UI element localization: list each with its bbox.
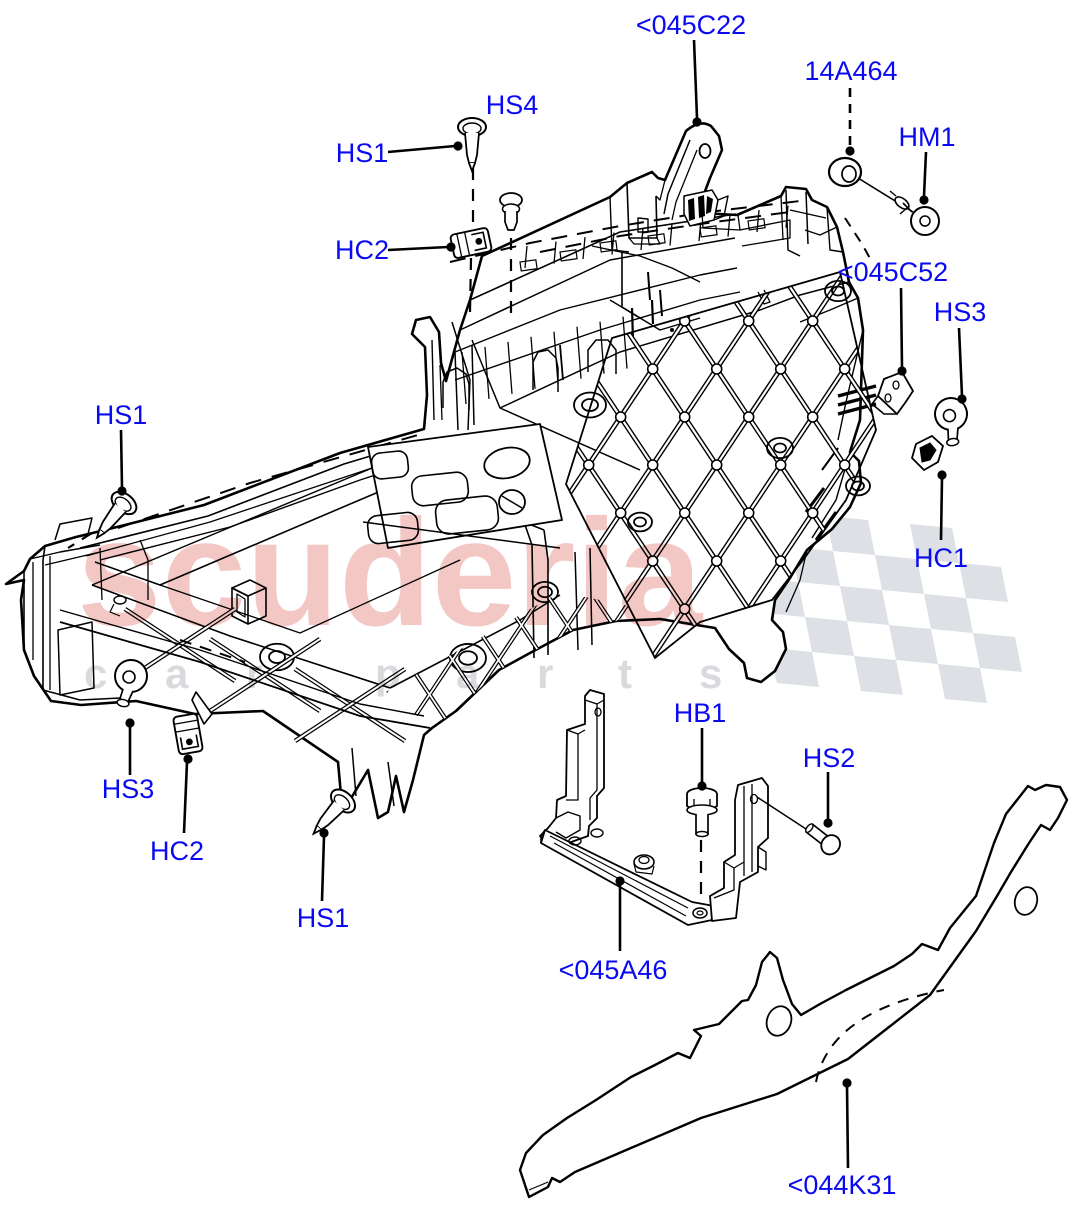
svg-text:HS3: HS3 xyxy=(102,774,155,804)
svg-text:HS1: HS1 xyxy=(297,903,350,933)
svg-text:HS1: HS1 xyxy=(336,138,389,168)
svg-text:HS2: HS2 xyxy=(803,743,856,773)
svg-text:HS1: HS1 xyxy=(95,400,148,430)
svg-text:scuderia: scuderia xyxy=(77,488,704,658)
svg-text:<044K31: <044K31 xyxy=(788,1170,897,1200)
svg-text:HS4: HS4 xyxy=(486,90,539,120)
svg-text:a: a xyxy=(165,650,189,697)
svg-text:HS3: HS3 xyxy=(934,297,987,327)
svg-text:a: a xyxy=(456,650,480,697)
svg-text:c: c xyxy=(84,650,107,697)
svg-text:<045A46: <045A46 xyxy=(559,955,668,985)
svg-text:s: s xyxy=(699,650,722,697)
svg-text:HC2: HC2 xyxy=(335,235,389,265)
svg-text:HC1: HC1 xyxy=(914,543,968,573)
svg-text:p: p xyxy=(375,650,401,697)
svg-text:r: r xyxy=(246,650,262,697)
svg-text:<045C52: <045C52 xyxy=(838,257,948,287)
svg-text:<045C22: <045C22 xyxy=(636,10,746,40)
svg-text:HM1: HM1 xyxy=(898,122,955,152)
svg-text:HC2: HC2 xyxy=(150,836,204,866)
svg-text:14A464: 14A464 xyxy=(804,56,897,86)
svg-text:r: r xyxy=(537,650,553,697)
svg-text:t: t xyxy=(618,650,632,697)
svg-text:HB1: HB1 xyxy=(674,698,727,728)
